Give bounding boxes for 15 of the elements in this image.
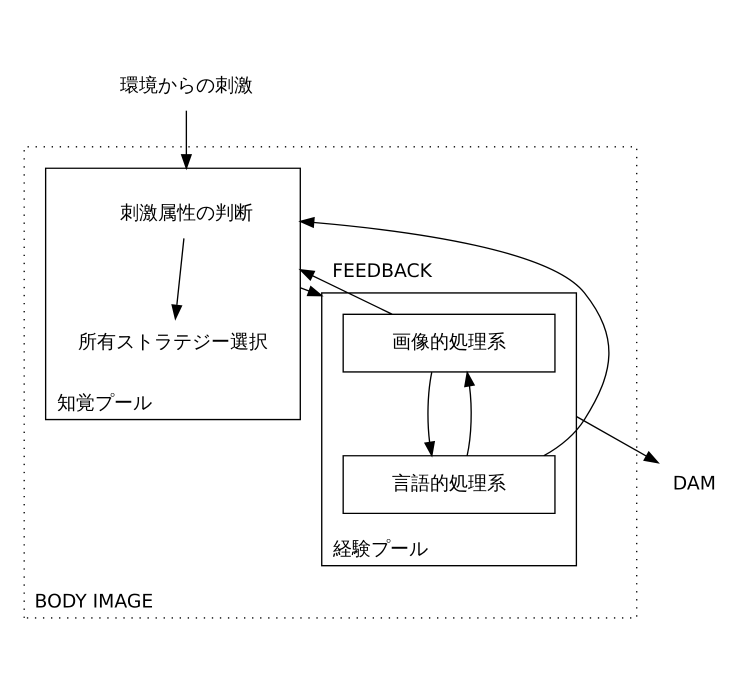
arrow xyxy=(180,110,192,170)
node-box: 画像的処理系 xyxy=(342,314,556,373)
edge-label: FEEDBACK xyxy=(332,261,432,282)
arrow xyxy=(298,216,610,456)
node-text: DAM xyxy=(672,474,716,495)
arrow xyxy=(464,370,476,456)
arrow xyxy=(171,238,185,321)
node-text: 所有ストラテジー選択 xyxy=(78,332,268,354)
arrow xyxy=(300,286,324,296)
arrow xyxy=(576,416,660,464)
node-text: 環境からの刺激 xyxy=(120,75,253,96)
arrow xyxy=(424,372,436,458)
node-box: 言語的処理系 xyxy=(342,455,556,514)
arrow xyxy=(298,268,393,315)
node-text: 刺激属性の判断 xyxy=(120,202,253,224)
